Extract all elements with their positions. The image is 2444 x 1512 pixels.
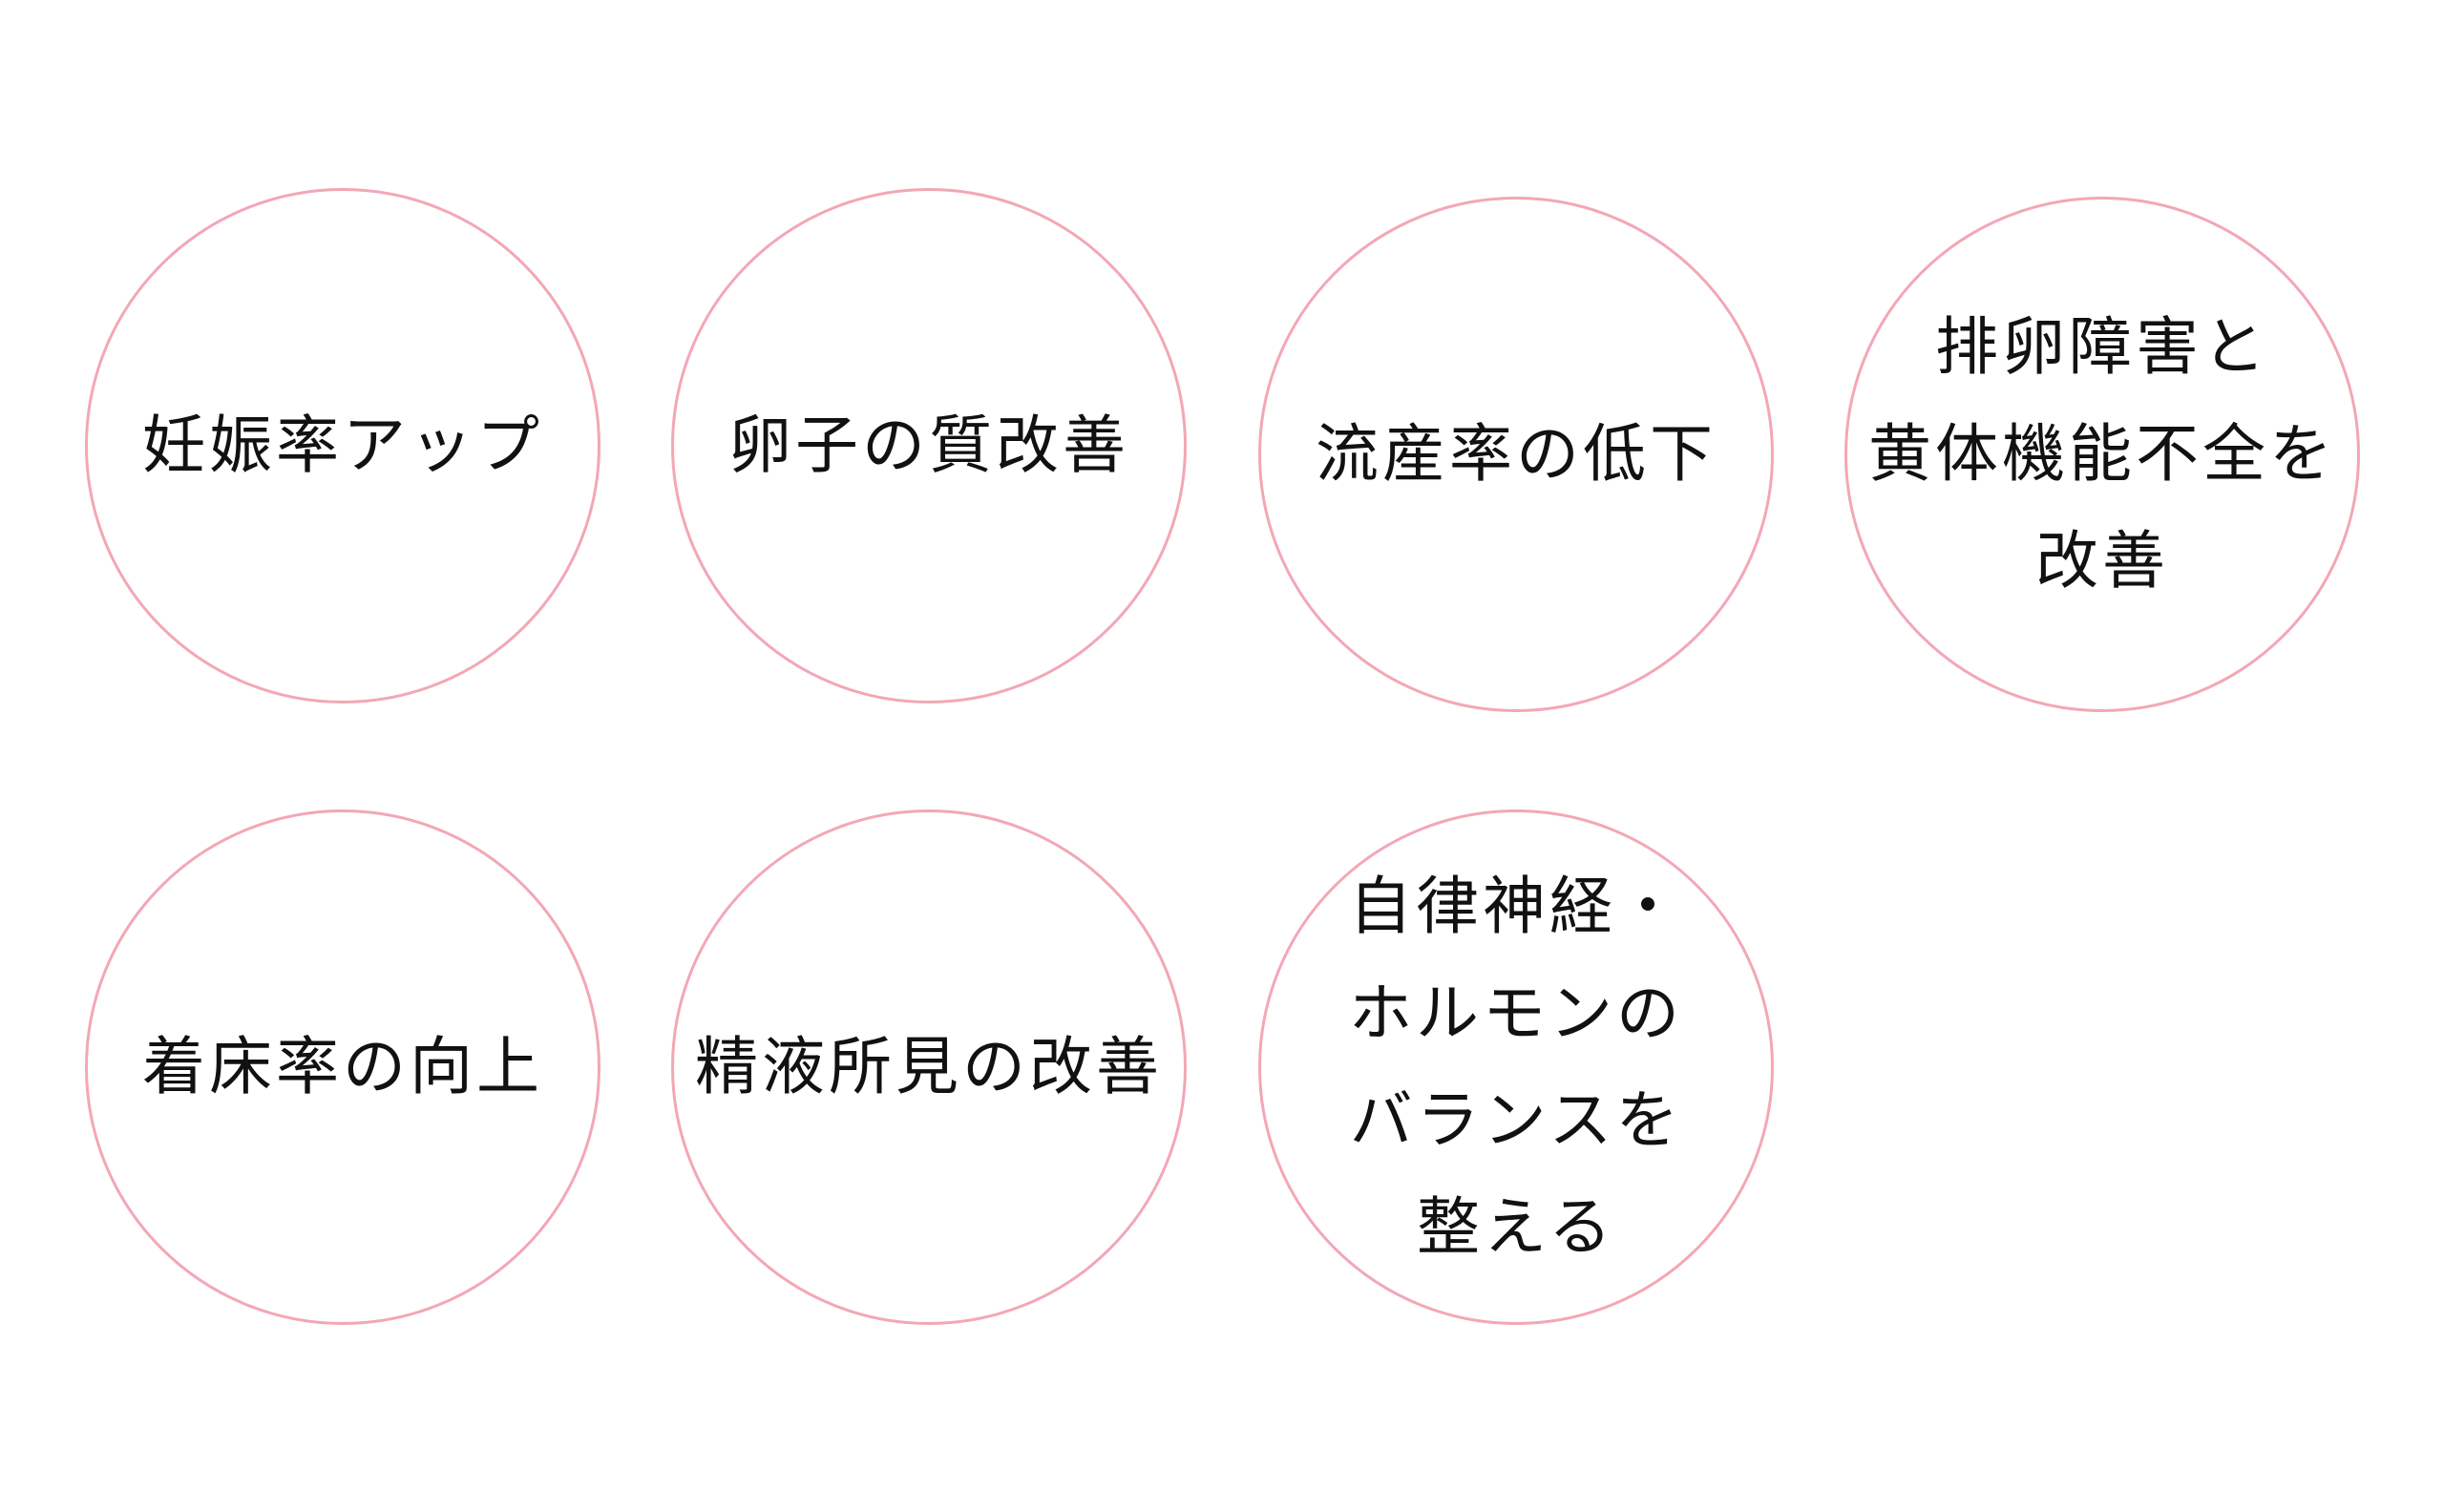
benefit-text: 流産率の低下 bbox=[1316, 401, 1717, 508]
benefit-line: 排卵障害と bbox=[1935, 310, 2269, 384]
benefit-line: 妊娠率アップ bbox=[142, 409, 543, 482]
benefit-text: 卵子の質改善 bbox=[728, 392, 1129, 499]
benefit-text: 排卵障害と 黄体機能不全を 改善 bbox=[1868, 294, 2336, 615]
benefit-circle-semen-findings: 精液所見の改善 bbox=[671, 809, 1187, 1325]
benefit-text: 精液所見の改善 bbox=[695, 1014, 1163, 1121]
benefit-line: 改善 bbox=[2035, 524, 2169, 598]
benefit-line: 自律神経・ bbox=[1349, 870, 1683, 943]
benefit-line: 着床率の向上 bbox=[142, 1030, 543, 1103]
benefit-line: 黄体機能不全を bbox=[1868, 417, 2336, 491]
benefit-line: 流産率の低下 bbox=[1316, 417, 1717, 491]
benefit-line: ホルモンの bbox=[1349, 976, 1683, 1050]
benefit-line: 卵子の質改善 bbox=[728, 409, 1129, 482]
benefit-circle-implantation-rate: 着床率の向上 bbox=[85, 809, 600, 1325]
benefit-circle-miscarriage-rate: 流産率の低下 bbox=[1258, 197, 1774, 712]
benefit-circle-autonomic-balance: 自律神経・ ホルモンの バランスを 整える bbox=[1258, 809, 1774, 1325]
benefit-line: バランスを bbox=[1349, 1083, 1683, 1157]
benefit-text: 自律神経・ ホルモンの バランスを 整える bbox=[1349, 853, 1683, 1281]
benefit-circle-egg-quality: 卵子の質改善 bbox=[671, 188, 1187, 704]
benefit-text: 妊娠率アップ bbox=[142, 392, 543, 499]
benefit-circle-ovulation: 排卵障害と 黄体機能不全を 改善 bbox=[1844, 197, 2360, 712]
benefit-line: 精液所見の改善 bbox=[695, 1030, 1163, 1103]
benefit-text: 着床率の向上 bbox=[142, 1014, 543, 1121]
benefit-circle-pregnancy-rate: 妊娠率アップ bbox=[85, 188, 600, 704]
benefit-line: 整える bbox=[1416, 1190, 1616, 1264]
